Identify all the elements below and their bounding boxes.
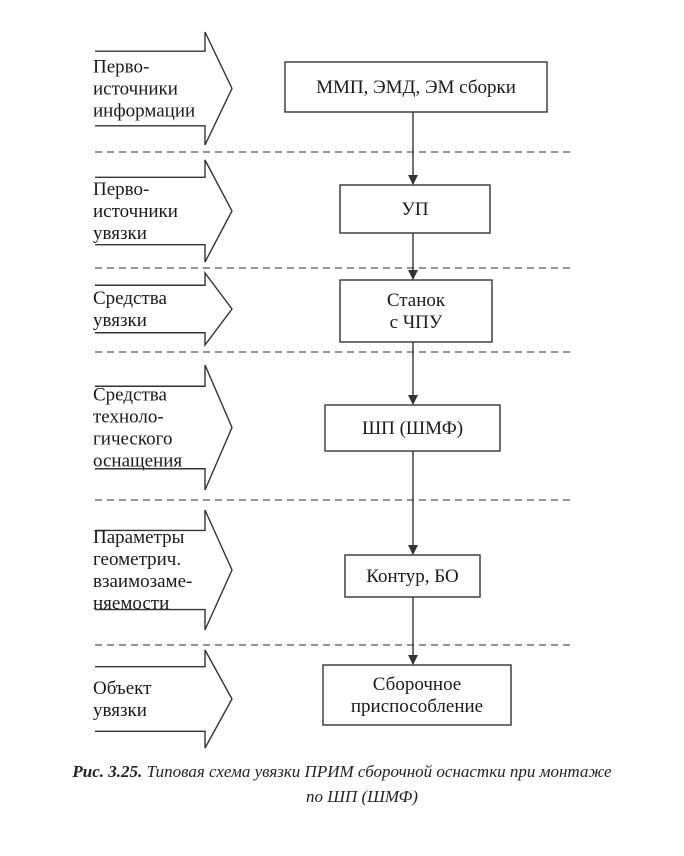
- process-box-label: Сборочное: [373, 674, 461, 695]
- process-box-label: Станок: [387, 290, 446, 311]
- input-arrow-shape: [95, 270, 233, 348]
- input-arrow-label: увязки: [93, 310, 147, 331]
- input-arrow-label: геометрич.: [93, 549, 181, 570]
- process-box-2: УП: [339, 184, 491, 234]
- input-arrow-label: Объект: [93, 678, 152, 699]
- input-arrow-label: оснащения: [93, 451, 182, 472]
- process-box-frame: [324, 404, 501, 452]
- input-arrow-label: источники: [93, 79, 178, 100]
- process-box-label: ШП (ШМФ): [362, 418, 463, 439]
- input-arrow-label: Средства: [93, 288, 167, 309]
- figure-caption-line-2: по ШП (ШМФ): [0, 785, 684, 809]
- process-box-frame: [322, 664, 512, 726]
- input-arrow-shape: [95, 649, 233, 749]
- process-box-frame: [339, 279, 493, 343]
- process-box-label: Контур, БО: [366, 566, 458, 587]
- caption-line-2: по ШП (ШМФ): [306, 787, 418, 806]
- input-arrow-shape: [95, 31, 233, 146]
- input-arrow-shape: [95, 509, 233, 631]
- figure-label: Рис. 3.25.: [72, 762, 143, 781]
- input-arrow-label: Перво-: [93, 57, 149, 78]
- process-box-5: Контур, БО: [344, 554, 481, 598]
- input-arrow-label: взаимозаме-: [93, 571, 192, 592]
- input-arrow-label: Параметры: [93, 527, 185, 548]
- input-arrow-label: гического: [93, 429, 172, 450]
- input-arrow-label: Средства: [93, 385, 167, 406]
- input-arrow-label: источники: [93, 201, 178, 222]
- input-arrow-shape: [95, 364, 233, 491]
- process-box-label: приспособление: [351, 696, 483, 717]
- process-box-label: ММП, ЭМД, ЭМ сборки: [316, 77, 516, 98]
- input-arrow-label: увязки: [93, 223, 147, 244]
- process-box-frame: [339, 184, 491, 234]
- process-box-label: УП: [401, 199, 428, 220]
- flow-diagram: Перво-источникиинформацииПерво-источники…: [93, 31, 570, 749]
- process-box-label: с ЧПУ: [390, 312, 443, 333]
- caption-line-1: Типовая схема увязки ПРИМ сборочной осна…: [146, 762, 612, 781]
- input-arrow-label: техноло-: [93, 407, 164, 428]
- input-arrow-shape: [95, 159, 233, 263]
- figure-caption: Рис. 3.25. Типовая схема увязки ПРИМ сбо…: [0, 760, 684, 784]
- input-arrow-label: Перво-: [93, 179, 149, 200]
- process-box-1: ММП, ЭМД, ЭМ сборки: [284, 61, 548, 113]
- process-box-frame: [284, 61, 548, 113]
- process-box-4: ШП (ШМФ): [324, 404, 501, 452]
- input-arrow-label: увязки: [93, 700, 147, 721]
- process-box-frame: [344, 554, 481, 598]
- input-arrow-label: информации: [93, 101, 195, 122]
- input-arrow-label: няемости: [93, 593, 169, 614]
